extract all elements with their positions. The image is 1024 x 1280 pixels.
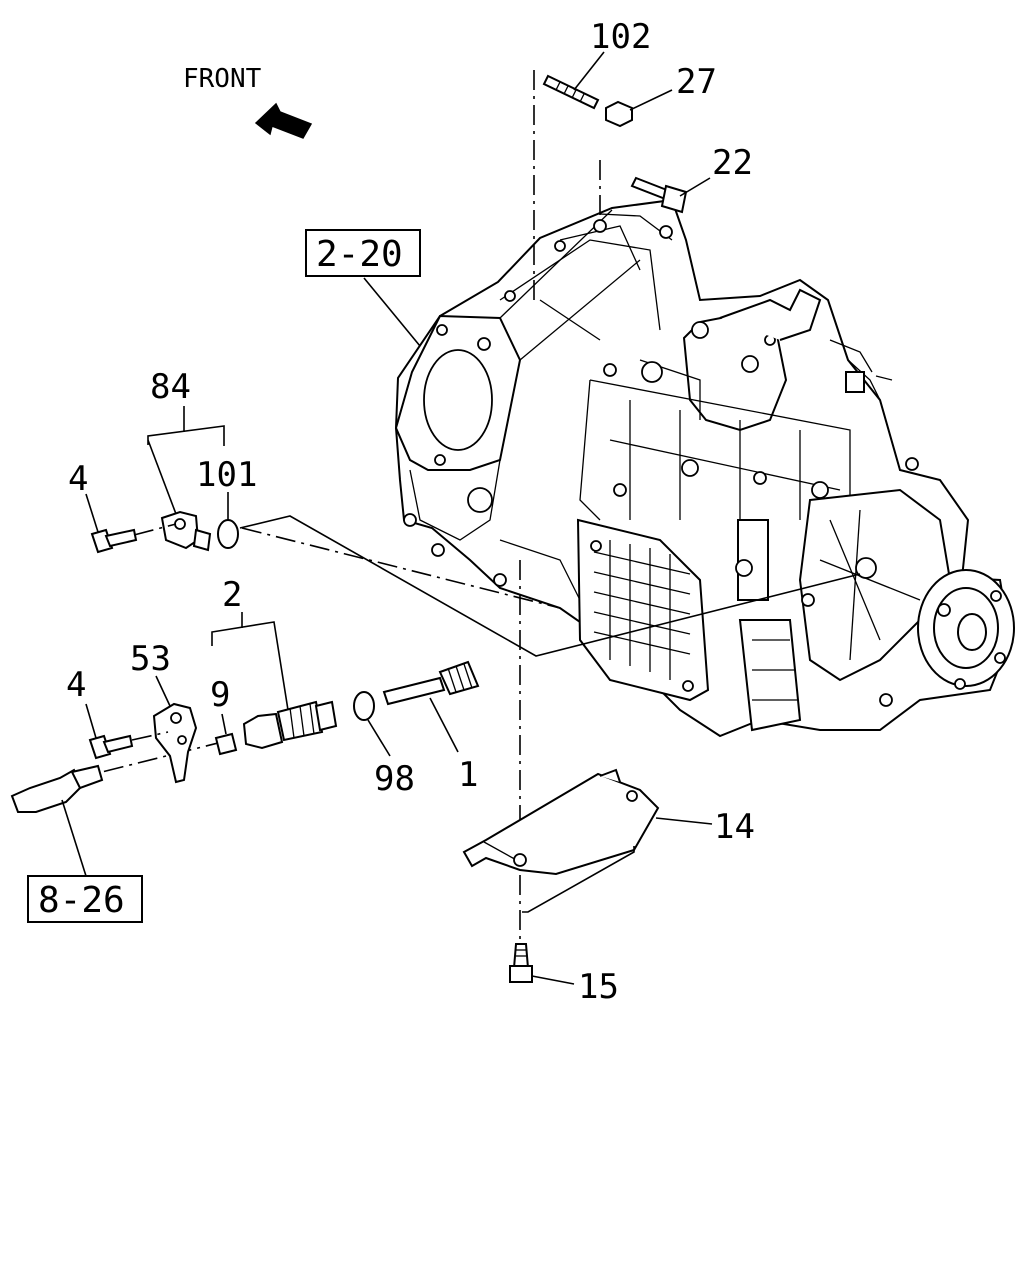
callout-4-upper: 4 xyxy=(68,459,88,499)
bolt-4-upper xyxy=(90,528,138,554)
reference-box-8-26[interactable]: 8-26 xyxy=(27,875,143,923)
cover-plate-14 xyxy=(462,768,660,876)
front-arrow-icon xyxy=(254,102,313,139)
transmission-housing xyxy=(394,198,1015,738)
reference-label-8-26: 8-26 xyxy=(38,880,125,921)
bushing-9 xyxy=(214,732,238,756)
centerline-plate-84 xyxy=(241,527,561,609)
o-ring-101 xyxy=(217,519,239,549)
callout-1: 1 xyxy=(458,755,478,795)
callout-98: 98 xyxy=(374,759,415,799)
callout-22: 22 xyxy=(712,143,753,183)
callout-15: 15 xyxy=(578,967,619,1007)
sleeve-2 xyxy=(242,700,338,750)
bracket-53 xyxy=(152,702,198,784)
callout-84: 84 xyxy=(150,367,191,407)
callout-101: 101 xyxy=(196,455,257,495)
nut-27 xyxy=(605,100,633,128)
callout-53: 53 xyxy=(130,639,171,679)
bolt-22 xyxy=(630,176,688,214)
leader-shaft-to-case xyxy=(239,515,861,657)
callout-27: 27 xyxy=(676,62,717,102)
reference-label-2-20: 2-20 xyxy=(316,234,403,275)
plate-84 xyxy=(160,510,212,552)
stud-102 xyxy=(542,74,600,110)
speed-sensor xyxy=(10,764,104,813)
callout-4-lower: 4 xyxy=(66,665,86,705)
bolt-4-lower xyxy=(88,734,134,760)
o-ring-98 xyxy=(353,691,375,721)
gear-shaft-1 xyxy=(382,660,480,706)
callout-2: 2 xyxy=(222,575,242,615)
reference-box-2-20[interactable]: 2-20 xyxy=(305,229,421,277)
callout-102: 102 xyxy=(590,17,651,57)
bracket-14-15 xyxy=(522,846,635,913)
callout-14: 14 xyxy=(714,807,755,847)
bracket-2 xyxy=(211,621,289,711)
bolt-15 xyxy=(509,943,533,983)
front-label: FRONT xyxy=(183,64,262,94)
bracket-84 xyxy=(147,425,225,446)
callout-9: 9 xyxy=(210,675,230,715)
